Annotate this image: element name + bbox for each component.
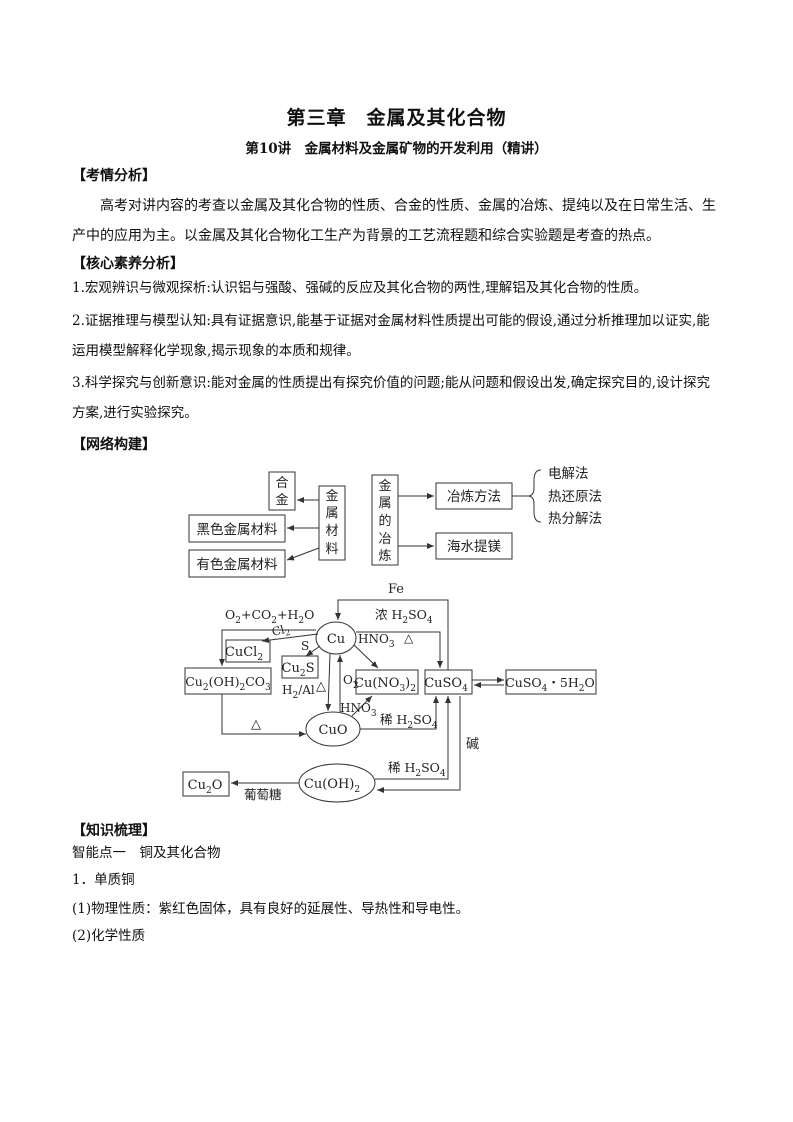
core-literacy-item-3: 3.科学探究与创新意识:能对金属的性质提出有探究价值的问题;能从问题和假设出发,… <box>72 375 711 421</box>
metal-smelting-box <box>371 474 399 566</box>
cu2o-label: Cu2O <box>188 778 223 796</box>
thermal-reduction-label: 热还原法 <box>548 489 602 505</box>
cucl2-box <box>225 639 271 663</box>
metal-material-char-3: 材 <box>325 524 338 539</box>
knowledge-heading: 【知识梳理】 <box>72 823 156 839</box>
arrow-to-nonferrous <box>286 547 320 561</box>
basic-carbonate-box <box>184 667 272 695</box>
heat-label-2: △ <box>316 679 326 694</box>
conc-h2so4-label: 浓 H2SO4 <box>375 607 433 626</box>
seawater-mg-label: 海水提镁 <box>447 539 501 555</box>
o2-label: O2 <box>343 673 359 691</box>
metal-material-char-4: 料 <box>325 542 338 557</box>
item-chemical-properties: (2)化学性质 <box>72 928 146 944</box>
s-arrow <box>305 645 321 657</box>
cuso4-5h2o-box <box>505 669 597 695</box>
lesson-subtitle: 第10讲 金属材料及金属矿物的开发利用（精讲） <box>245 141 548 157</box>
basic-carbonate-label: Cu2(OH)2CO3 <box>185 674 271 693</box>
cuoh2-dil-h2so4-arrow <box>375 696 451 780</box>
metal-material-char-1: 金 <box>325 488 338 504</box>
metal-smelting-char-5: 炼 <box>378 549 391 564</box>
fe-arrow <box>335 599 449 670</box>
cu2o-box <box>182 771 230 797</box>
nonferrous-metal-label: 有色金属材料 <box>197 556 278 573</box>
cu2s-label: Cu2S <box>282 661 315 679</box>
metal-smelting-char-4: 冶 <box>378 532 391 547</box>
seawater-mg-box <box>435 532 513 560</box>
heat-label-3: △ <box>251 717 261 732</box>
h2al-label: H2/Al <box>282 683 315 701</box>
alloy-char-2: 金 <box>275 492 288 508</box>
cu2s-box <box>281 655 319 679</box>
cu-label: Cu <box>327 632 345 647</box>
electrolysis-label: 电解法 <box>548 466 589 482</box>
method-brace <box>527 469 542 523</box>
fe-label: Fe <box>388 582 404 597</box>
black-metal-label: 黑色金属材料 <box>197 521 278 538</box>
metal-material-box <box>318 485 346 561</box>
metal-smelting-char-2: 属 <box>378 496 391 511</box>
cuo-to-cu-arrow <box>325 653 332 712</box>
thermal-decomp-label: 热分解法 <box>548 511 602 527</box>
heat-label-1: △ <box>404 631 414 645</box>
metal-smelting-char-1: 金 <box>378 478 391 494</box>
dil-h2so4-label-1: 稀 H2SO4 <box>380 712 438 731</box>
dil-h2so4-label-2: 稀 H2SO4 <box>388 760 446 779</box>
cuoh2-label: Cu(OH)2 <box>304 777 360 795</box>
alloy-char-1: 合 <box>275 476 288 491</box>
glucose-label: 葡萄糖 <box>244 787 282 802</box>
item-elemental-copper: 1．单质铜 <box>72 872 135 888</box>
network-heading: 【网络构建】 <box>72 437 156 453</box>
o2co2h2o-arrow <box>219 629 316 666</box>
s-label: S <box>301 639 309 653</box>
conc-h2so4-arrow <box>356 631 443 668</box>
core-literacy-heading: 【核心素养分析】 <box>72 256 184 272</box>
nonferrous-metal-box <box>188 549 286 578</box>
point-one-title: 智能点一 铜及其化合物 <box>72 845 221 861</box>
core-literacy-item-2: 2.证据推理与模型认知:具有证据意识,能基于证据对金属材料性质提出可能的假设,通… <box>72 313 710 359</box>
item-physical-properties: (1)物理性质：紫红色固体，具有良好的延展性、导热性和导电性。 <box>72 901 470 917</box>
hno3-label-2: HNO3 <box>340 701 377 719</box>
cuno32-label: Cu(NO3)2 <box>354 676 416 694</box>
alloy-box <box>268 471 296 511</box>
cu-node <box>315 621 357 655</box>
smelting-method-label: 冶炼方法 <box>447 489 501 505</box>
cuso4-label: CuSO4 <box>424 676 468 694</box>
chapter-title: 第三章 金属及其化合物 <box>286 107 507 129</box>
cl2-arrow <box>261 633 319 644</box>
cuo-label: CuO <box>319 723 348 738</box>
cuo-dil-h2so4-arrow <box>360 696 439 730</box>
carbonate-to-cuo-arrow <box>221 694 306 737</box>
base-label: 碱 <box>466 737 479 752</box>
base-arrow <box>377 696 461 793</box>
cl2-label: Cl2 <box>270 621 291 641</box>
metal-material-char-2: 属 <box>325 506 338 521</box>
cuso4-5h2o-label: CuSO4・5H2O <box>505 675 595 694</box>
cuo-hno3-arrow <box>351 695 373 717</box>
cuno32-box <box>355 669 419 695</box>
exam-analysis-heading: 【考情分析】 <box>72 168 156 184</box>
core-literacy-item-1: 1.宏观辨识与微观探析:认识铝与强酸、强碱的反应及其化合物的两性,理解铝及其化合… <box>72 280 648 296</box>
o2co2h2o-label: O2+CO2+H2O <box>225 607 314 626</box>
metal-smelting-char-3: 的 <box>378 513 391 529</box>
hno3-to-nitrate-arrow <box>353 644 379 669</box>
exam-analysis-text: 高考对讲内容的考查以金属及其化合物的性质、合金的性质、金属的冶炼、提纯以及在日常… <box>72 198 716 244</box>
hno3-label: HNO3 <box>358 632 395 650</box>
black-metal-box <box>188 514 286 543</box>
cucl2-label: CuCl2 <box>225 645 263 663</box>
